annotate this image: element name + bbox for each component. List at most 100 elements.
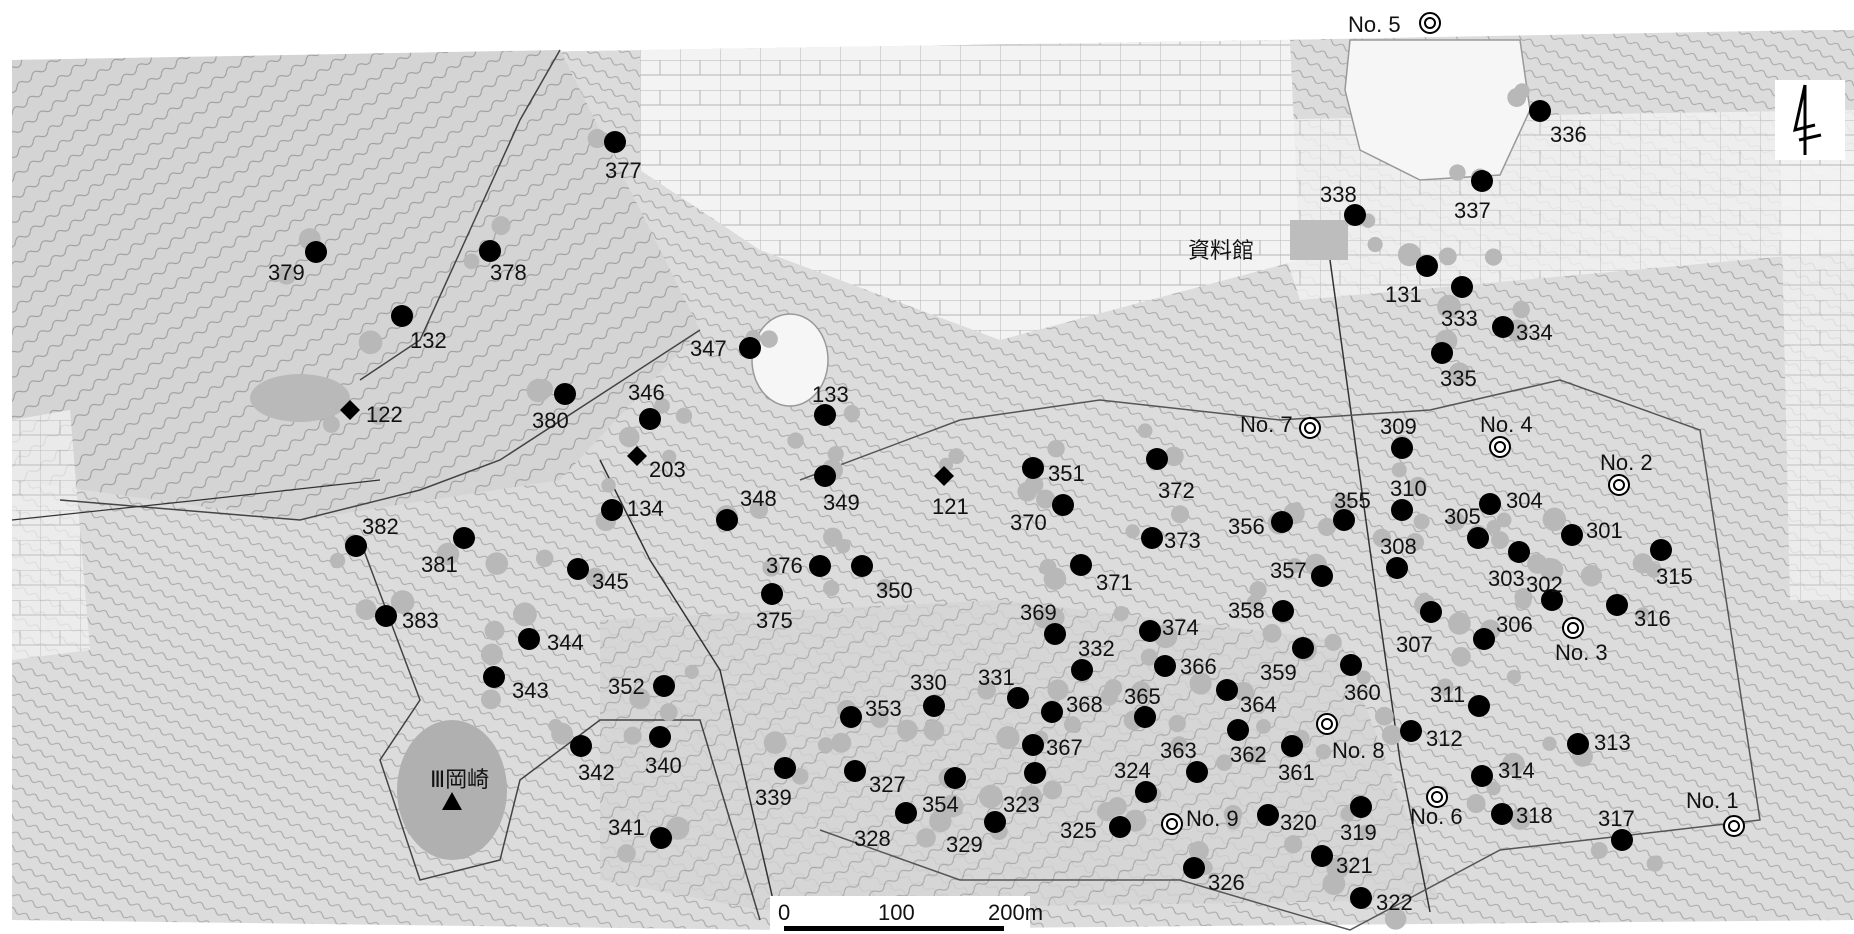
site-label-347: 347 <box>690 336 727 361</box>
minor-feature-dot <box>618 426 640 448</box>
site-label-341: 341 <box>608 815 645 840</box>
minor-feature-dot <box>1397 243 1422 267</box>
site-label-350: 350 <box>876 578 913 603</box>
station-ring-icon <box>1426 786 1448 808</box>
minor-feature-dot <box>1326 856 1349 880</box>
site-dot-335 <box>1431 342 1453 364</box>
minor-feature-dot <box>1646 855 1663 872</box>
station-label: No. 9 <box>1186 806 1239 831</box>
minor-feature-dot <box>749 500 769 519</box>
minor-feature-dot <box>1448 612 1471 635</box>
minor-feature-dot <box>1024 475 1044 495</box>
site-dot-376 <box>809 555 831 577</box>
site-dot-356 <box>1271 511 1293 533</box>
site-dot-134 <box>601 499 623 521</box>
site-dot-382 <box>345 535 367 557</box>
minor-feature-dot <box>1047 679 1069 701</box>
site-dot-361 <box>1281 735 1303 757</box>
site-label-322: 322 <box>1376 890 1413 915</box>
minor-feature-dot <box>1234 682 1254 702</box>
site-dot-313 <box>1567 733 1589 755</box>
site-label-313: 313 <box>1594 730 1631 755</box>
station-ring-icon <box>1161 813 1183 835</box>
site-dot-306 <box>1473 628 1495 650</box>
minor-feature-dot <box>1466 793 1486 814</box>
site-label-324: 324 <box>1114 758 1151 783</box>
site-label-363: 363 <box>1160 738 1197 763</box>
minor-feature-dot <box>916 828 936 848</box>
minor-feature-dot <box>1113 605 1129 622</box>
site-dot-353 <box>840 706 862 728</box>
minor-feature-dot <box>762 559 780 577</box>
site-label-368: 368 <box>1066 692 1103 717</box>
minor-feature-dot <box>1437 294 1461 319</box>
site-dot-322 <box>1350 887 1372 909</box>
minor-feature-dot <box>1512 300 1530 319</box>
minor-feature-dot <box>481 689 501 710</box>
minor-feature-dot <box>1043 780 1063 800</box>
site-dot-350 <box>851 555 873 577</box>
station-4: No. 4 <box>1480 412 1533 458</box>
site-label-318: 318 <box>1516 803 1553 828</box>
site-dot-369 <box>1044 623 1066 645</box>
site-dot-307 <box>1420 601 1442 623</box>
site-label-358: 358 <box>1228 598 1265 623</box>
site-dot-320 <box>1257 804 1279 826</box>
minor-feature-dot <box>1168 714 1186 733</box>
site-label-301: 301 <box>1586 518 1623 543</box>
site-dot-331 <box>1007 687 1029 709</box>
site-dot-358 <box>1272 600 1294 622</box>
site-dot-301 <box>1561 524 1583 546</box>
site-label-203: 203 <box>649 457 686 482</box>
minor-feature-dot <box>1491 531 1509 550</box>
minor-feature-dot <box>877 578 893 595</box>
site-label-317: 317 <box>1598 806 1635 831</box>
minor-feature-dot <box>587 129 607 149</box>
station-inner-ring-icon <box>1166 818 1178 830</box>
minor-feature-dot <box>1047 439 1065 458</box>
site-label-332: 332 <box>1078 636 1115 661</box>
scale-bar: 0 100 200m <box>770 896 1043 934</box>
minor-feature-dot <box>661 449 677 465</box>
minor-feature-dot <box>1246 746 1266 765</box>
station-label: No. 4 <box>1480 412 1533 437</box>
site-label-122: 122 <box>366 402 403 427</box>
site-dot-362 <box>1227 719 1249 741</box>
minor-feature-dot <box>1137 423 1153 438</box>
station-ring-icon <box>1562 617 1584 639</box>
station-label: No. 6 <box>1410 804 1463 829</box>
minor-feature-dot <box>1215 754 1233 771</box>
minor-feature-dot <box>585 567 606 588</box>
site-label-307: 307 <box>1396 632 1433 657</box>
site-label-320: 320 <box>1280 810 1317 835</box>
station-ring-icon <box>1419 12 1441 34</box>
station-9: No. 9 <box>1161 806 1239 835</box>
site-label-379: 379 <box>268 260 305 285</box>
minor-feature-dot <box>1384 908 1407 930</box>
minor-feature-dot <box>1170 736 1188 754</box>
site-dot-329 <box>984 811 1006 833</box>
minor-feature-dot <box>817 737 834 754</box>
site-dot-380 <box>554 383 576 405</box>
site-label-349: 349 <box>823 490 860 515</box>
minor-feature-dot <box>1646 562 1662 578</box>
site-label-334: 334 <box>1516 320 1553 345</box>
minor-feature-dot <box>329 552 346 569</box>
minor-feature-dot <box>1447 512 1466 531</box>
station-label: No. 1 <box>1686 788 1739 813</box>
site-diamond-203 <box>627 446 647 466</box>
minor-feature-dot <box>1509 808 1531 830</box>
minor-feature-dot <box>1063 716 1081 733</box>
site-label-342: 342 <box>578 760 615 785</box>
minor-feature-dot <box>1358 824 1374 839</box>
site-dot-339 <box>774 757 796 779</box>
minor-feature-dot <box>1507 88 1527 107</box>
site-label-323: 323 <box>1003 792 1040 817</box>
minor-feature-dot <box>623 726 642 745</box>
minor-feature-dot <box>1356 670 1371 685</box>
site-dot-372 <box>1146 448 1168 470</box>
minor-feature-dot <box>1324 633 1342 651</box>
site-dot-314 <box>1471 765 1493 787</box>
site-dot-346 <box>639 408 661 430</box>
